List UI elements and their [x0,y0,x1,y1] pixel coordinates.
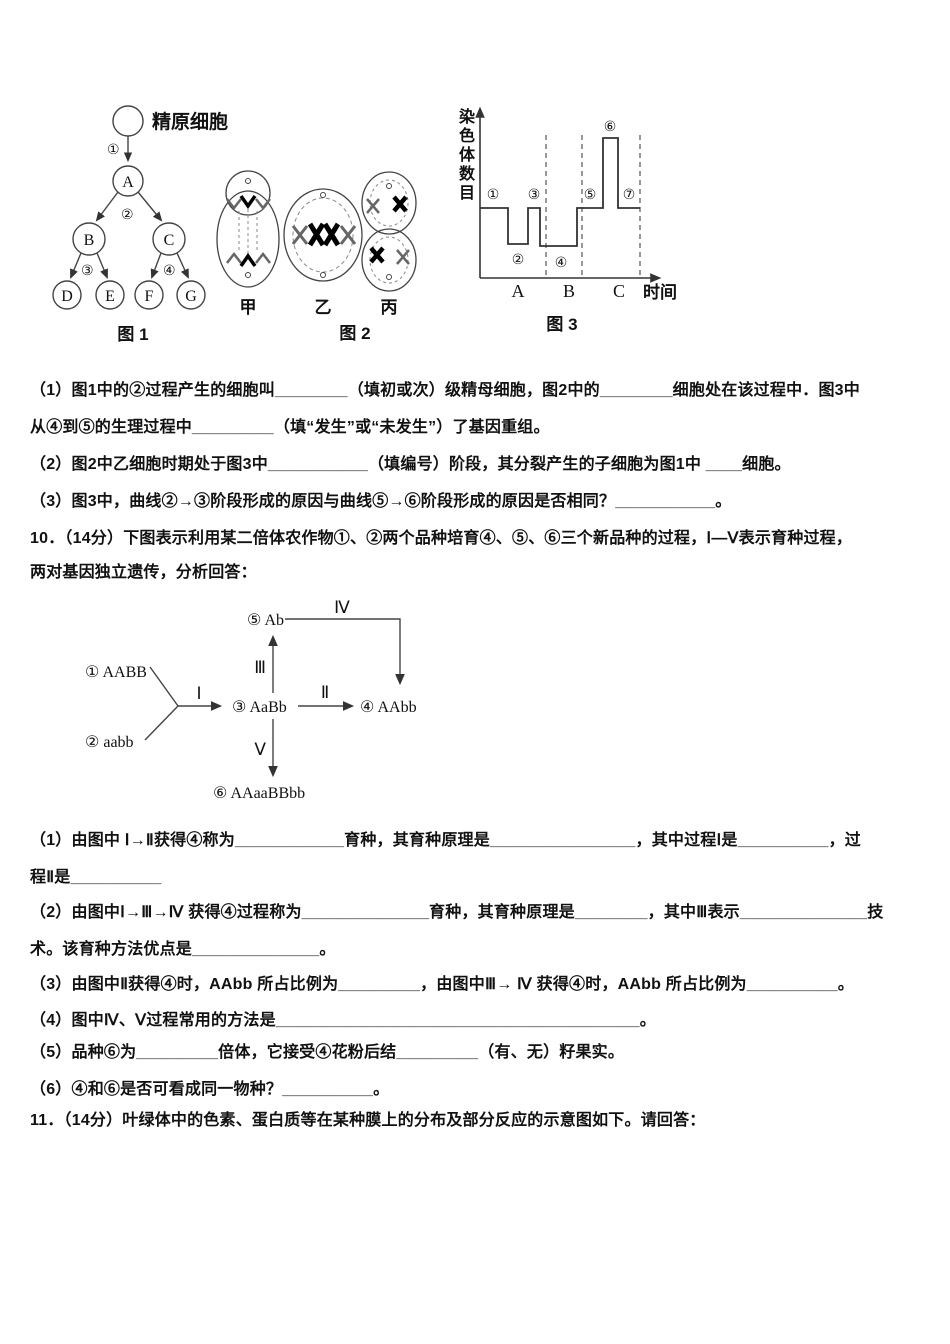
figure3-y-axis-label: 染色体数目 [456,108,473,203]
figure3-caption: 图 3 [546,315,577,334]
question11-intro: 11．（14分）叶绿体中的色素、蛋白质等在某种膜上的分布及部分反应的示意图如下。… [30,1112,706,1129]
figure2-cells: 甲 乙 丙 图 2 [216,170,417,343]
cell-bing [361,171,417,292]
step1-label: ① [107,142,120,158]
figure3-chart: ① ② ③ ④ ⑤ ⑥ ⑦ A B C 时间 图 3 [475,106,677,334]
process-IV-label: Ⅳ [334,598,350,618]
question9-part2: （2）图2中乙细胞时期处于图3中___________（填编号）阶段，其分裂产生… [30,456,791,473]
segment-4-label: ④ [555,255,568,271]
figure1-caption: 图 1 [117,325,148,344]
node-A: A [122,174,134,191]
question9-part3: （3）图3中，曲线②→③阶段形成的原因与曲线⑤→⑥阶段形成的原因是否相同？___… [30,493,732,510]
parent1-genotype: ① AABB [85,664,147,681]
node-B: B [84,232,95,249]
phase-B-label: B [563,281,575,301]
breeding-diagram: ① AABB ② aabb ③ AaBb ④ AAbb ⑤ Ab ⑥ AAaaB… [85,598,417,802]
step3-label: ③ [81,263,94,279]
parent2-genotype: ② aabb [85,734,134,751]
variety4-genotype: ④ AAbb [360,699,417,716]
segment-3-label: ③ [528,187,541,203]
question10-part1-line1: （1）由图中 Ⅰ→Ⅱ获得④称为____________育种，其育种原理是____… [30,832,861,849]
question9-part1-line1: （1）图1中的②过程产生的细胞叫________（填初或次）级精母细胞，图2中的… [30,382,860,399]
question10-part2-line2: 术。该育种方法优点是______________。 [30,941,336,958]
segment-7-label: ⑦ [623,187,636,203]
question10-part6: （6）④和⑥是否可看成同一物种？__________。 [30,1081,390,1098]
breeding-arrows [144,618,405,778]
process-III-label: Ⅲ [254,658,266,678]
segment-2-label: ② [512,252,525,268]
tree-edges [52,105,206,310]
cell-jia [216,170,280,288]
chromosome-number-curve [480,137,640,247]
node-C: C [164,232,175,249]
figure3-x-axis-label: 时间 [643,282,677,302]
cell-bing-label: 丙 [381,298,398,317]
figure1-top-label: 精原细胞 [152,110,228,133]
question10-part2-line1: （2）由图中Ⅰ→Ⅲ→Ⅳ 获得④过程称为______________育种，其育种原… [30,904,884,921]
node-D: D [61,288,73,305]
question9-part1-line2: 从④到⑤的生理过程中_________（填“发生”或“未发生”）了基因重组。 [30,419,550,436]
figure3-axes [475,106,662,283]
phase-A-label: A [512,281,525,301]
f1-genotype: ③ AaBb [232,699,287,716]
phase-C-label: C [613,281,625,301]
segment-1-label: ① [487,187,500,203]
cell-yi-label: 乙 [315,298,332,317]
question10-part1-line2: 程Ⅱ是__________ [30,869,162,886]
node-E: E [105,288,115,305]
node-F: F [145,288,154,305]
question10-part5: （5）品种⑥为_________倍体，它接受④花粉后结_________（有、无… [30,1044,625,1061]
node-G: G [185,288,197,305]
question10-part3: （3）由图中Ⅱ获得④时，AAbb 所占比例为_________，由图中Ⅲ→ Ⅳ … [30,976,854,993]
figure2-caption: 图 2 [339,324,370,343]
variety6-genotype: ⑥ AAaaBBbb [213,785,305,802]
process-I-label: Ⅰ [196,684,201,704]
process-II-label: Ⅱ [321,683,329,703]
question10-part4: （4）图中Ⅳ、Ⅴ过程常用的方法是________________________… [30,1012,656,1029]
question10-intro-line1: 10．（14分）下图表示利用某二倍体农作物①、②两个品种培育④、⑤、⑥三个新品种… [30,530,853,547]
process-V-label: Ⅴ [254,740,266,760]
segment-6-label: ⑥ [604,119,617,135]
gamete5-genotype: ⑤ Ab [247,612,284,629]
cell-jia-label: 甲 [240,298,257,317]
figure1-lineage-tree: 精原细胞 ① ② ③ ④ A B C D E F G 图 1 [52,105,228,344]
segment-5-label: ⑤ [584,187,597,203]
step2-label: ② [121,207,134,223]
question10-intro-line2: 两对基因独立遗传，分析回答： [30,564,257,581]
cell-yi [283,188,363,282]
step4-label: ④ [163,263,176,279]
figure3-phase-separators [545,135,641,278]
